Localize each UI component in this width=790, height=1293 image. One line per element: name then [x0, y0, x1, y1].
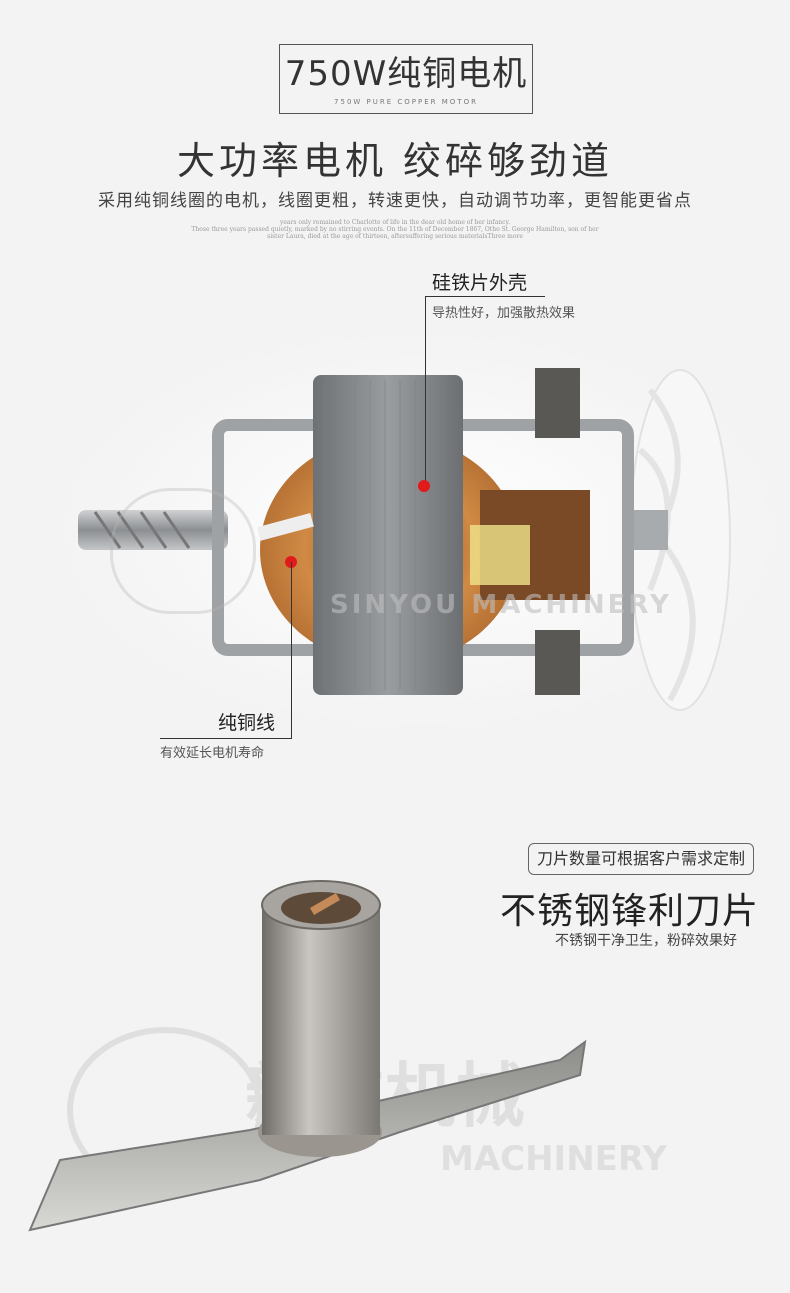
drive-pin [310, 893, 340, 915]
insulation-tape [470, 525, 530, 585]
blade-title: 不锈钢锋利刀片 [500, 891, 760, 932]
blade-subtitle: 不锈钢干净卫生，粉碎效果好 [555, 933, 737, 949]
shell-marker-dot [418, 480, 430, 492]
brush-holder-top [535, 368, 580, 438]
shell-leader-v [425, 296, 426, 486]
wire-detail: 有效延长电机寿命 [160, 746, 265, 761]
fine-print-line: sister Laura, died at the age of thirtee… [267, 233, 523, 240]
watermark-text-top: SINYOU MACHINERY [330, 590, 672, 620]
cable-tie [257, 512, 314, 541]
brush-holder-bottom [535, 630, 580, 695]
blade-sleeve [262, 905, 380, 1135]
wire-leader-h [160, 738, 292, 739]
title-box: 750W纯铜电机 750W PURE COPPER MOTOR [279, 44, 533, 114]
silicon-steel-shell [313, 375, 463, 695]
blade-badge: 刀片数量可根据客户需求定制 [528, 843, 754, 875]
headline: 大功率电机 绞碎够劲道 [176, 139, 614, 183]
fine-print-line: years only remained to Charlotte of life… [279, 219, 511, 226]
shell-detail: 导热性好，加强散热效果 [432, 306, 576, 321]
shell-leader-h [425, 296, 545, 297]
motor-subtitle: 750W PURE COPPER MOTOR [334, 98, 478, 106]
blade-image: 新友机械 MACHINERY [28, 880, 667, 1232]
fine-print-line: Those three years passed quietly, marked… [191, 226, 599, 233]
watermark-brand-en: MACHINERY [440, 1139, 667, 1179]
shell-label: 硅铁片外壳 [432, 272, 528, 294]
description: 采用纯铜线圈的电机，线圈更粗，转速更快，自动调节功率，更智能更省点 [98, 191, 692, 211]
motor-title: 750W纯铜电机 [284, 54, 528, 94]
watermark-logo-top [110, 488, 256, 614]
lamination-lines [324, 380, 446, 690]
cooling-fan [628, 369, 731, 711]
wire-label: 纯铜线 [218, 712, 276, 734]
fine-print: years only remained to Charlotte of life… [160, 219, 630, 240]
wire-leader-v [291, 562, 292, 738]
